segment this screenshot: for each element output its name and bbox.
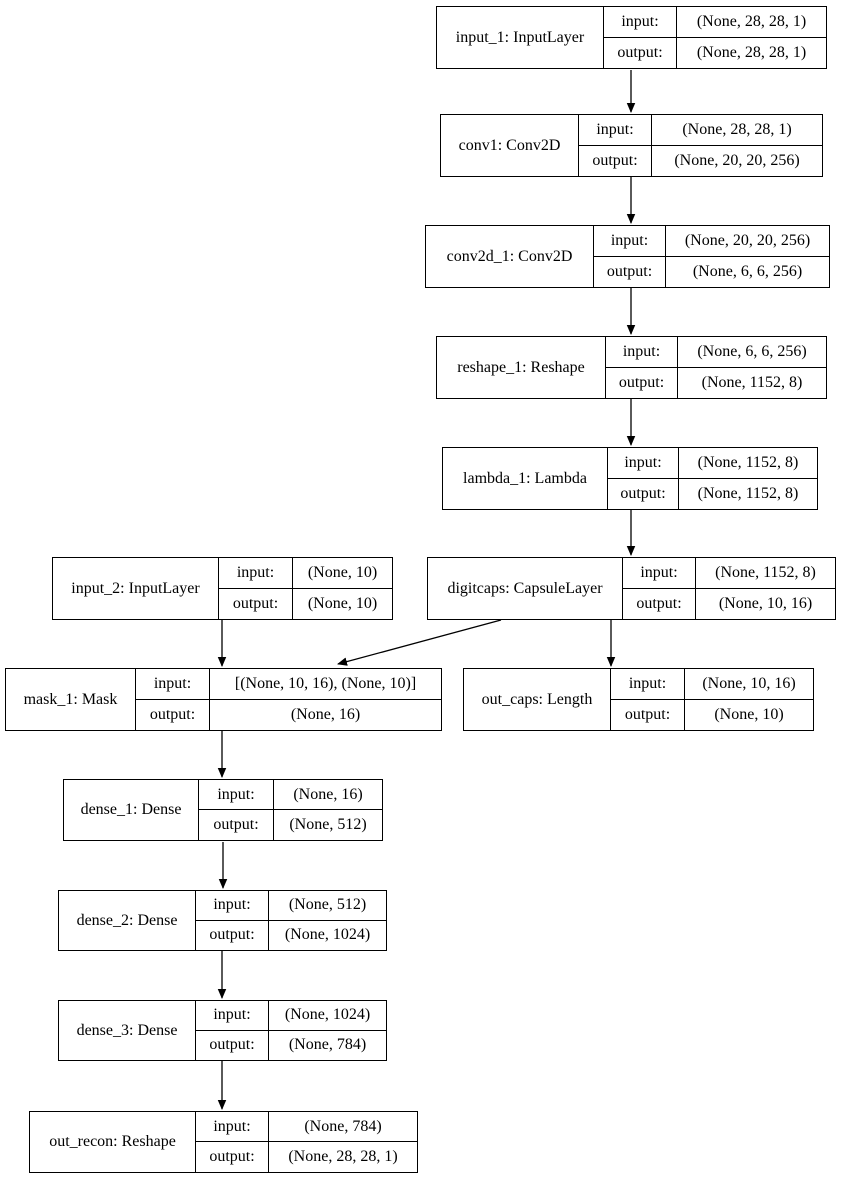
input-shape-value: (None, 1152, 8) <box>679 448 817 479</box>
output-row-label: output: <box>196 1030 269 1060</box>
output-shape-value: (None, 512) <box>289 816 367 833</box>
output-row-label: output: <box>623 588 696 619</box>
input-row-label: input: <box>579 115 652 146</box>
input-row-label: input: <box>608 448 679 479</box>
input-shape-value: (None, 28, 28, 1) <box>677 7 826 38</box>
layer-name-label: input_1: InputLayer <box>437 7 604 68</box>
input-row-label: input: <box>196 891 269 921</box>
output-row-label: output: <box>196 920 269 950</box>
output-shape-value: (None, 16) <box>290 705 361 723</box>
input-shape-value: (None, 6, 6, 256) <box>678 337 826 368</box>
input-row-label: input: <box>196 1112 269 1142</box>
output-shape-value: (None, 10) <box>307 594 378 612</box>
output-row-label: output: <box>199 810 274 840</box>
layer-name-label: out_caps: Length <box>464 669 611 730</box>
output-row-label: output: <box>136 699 210 730</box>
input-shape-value: (None, 28, 28, 1) <box>652 115 822 146</box>
input-row-label: input: <box>199 780 274 810</box>
input-shape-value: (None, 20, 20, 256) <box>666 226 829 257</box>
output-shape-value: (None, 6, 6, 256) <box>692 262 803 280</box>
output-row-label: output: <box>611 699 685 730</box>
input-row-label: input: <box>196 1001 269 1031</box>
output-row-label: output: <box>219 588 293 619</box>
input-shape-value: (None, 1024) <box>269 1001 386 1031</box>
output-row-label: output: <box>606 367 678 398</box>
layer-name-label: out_recon: Reshape <box>30 1112 196 1172</box>
output-row-label: output: <box>579 145 652 176</box>
output-shape-value: (None, 28, 28, 1) <box>288 1148 398 1165</box>
layer-name-label: reshape_1: Reshape <box>437 337 606 398</box>
layer-name-label: dense_1: Dense <box>64 780 199 840</box>
input-row-label: input: <box>219 558 293 589</box>
output-shape-value: (None, 1152, 8) <box>697 484 799 502</box>
layer-name-label: dense_3: Dense <box>59 1001 196 1060</box>
input-shape-value: (None, 10) <box>293 558 392 589</box>
output-row-label: output: <box>196 1142 269 1172</box>
layer-name-label: lambda_1: Lambda <box>443 448 608 509</box>
input-row-label: input: <box>594 226 666 257</box>
layer-name-label: dense_2: Dense <box>59 891 196 950</box>
output-shape-value: (None, 1152, 8) <box>701 373 803 391</box>
input-shape-value: (None, 10, 16) <box>685 669 813 700</box>
input-shape-value: (None, 784) <box>269 1112 417 1142</box>
input-row-label: input: <box>604 7 677 38</box>
layer-name-label: digitcaps: CapsuleLayer <box>428 558 623 619</box>
input-row-label: input: <box>611 669 685 700</box>
edge-digitcaps-to-mask_1 <box>337 619 502 666</box>
output-shape-value: (None, 1024) <box>284 926 371 944</box>
layer-name-label: input_2: InputLayer <box>53 558 219 619</box>
output-shape-value: (None, 10, 16) <box>718 594 813 612</box>
output-shape-value: (None, 28, 28, 1) <box>696 43 807 61</box>
input-row-label: input: <box>136 669 210 700</box>
input-shape-value: [(None, 10, 16), (None, 10)] <box>210 669 441 700</box>
input-row-label: input: <box>623 558 696 589</box>
output-shape-value: (None, 10) <box>714 705 784 723</box>
input-shape-value: (None, 16) <box>274 780 382 810</box>
input-shape-value: (None, 512) <box>269 891 386 921</box>
output-row-label: output: <box>608 478 679 509</box>
layer-name-label: conv2d_1: Conv2D <box>426 226 594 287</box>
input-shape-value: (None, 1152, 8) <box>696 558 835 589</box>
output-shape-value: (None, 784) <box>288 1036 367 1054</box>
output-shape-value: (None, 20, 20, 256) <box>674 151 800 169</box>
input-row-label: input: <box>606 337 678 368</box>
layer-name-label: mask_1: Mask <box>6 669 136 730</box>
output-row-label: output: <box>604 37 677 68</box>
output-row-label: output: <box>594 256 666 287</box>
layer-name-label: conv1: Conv2D <box>441 115 579 176</box>
